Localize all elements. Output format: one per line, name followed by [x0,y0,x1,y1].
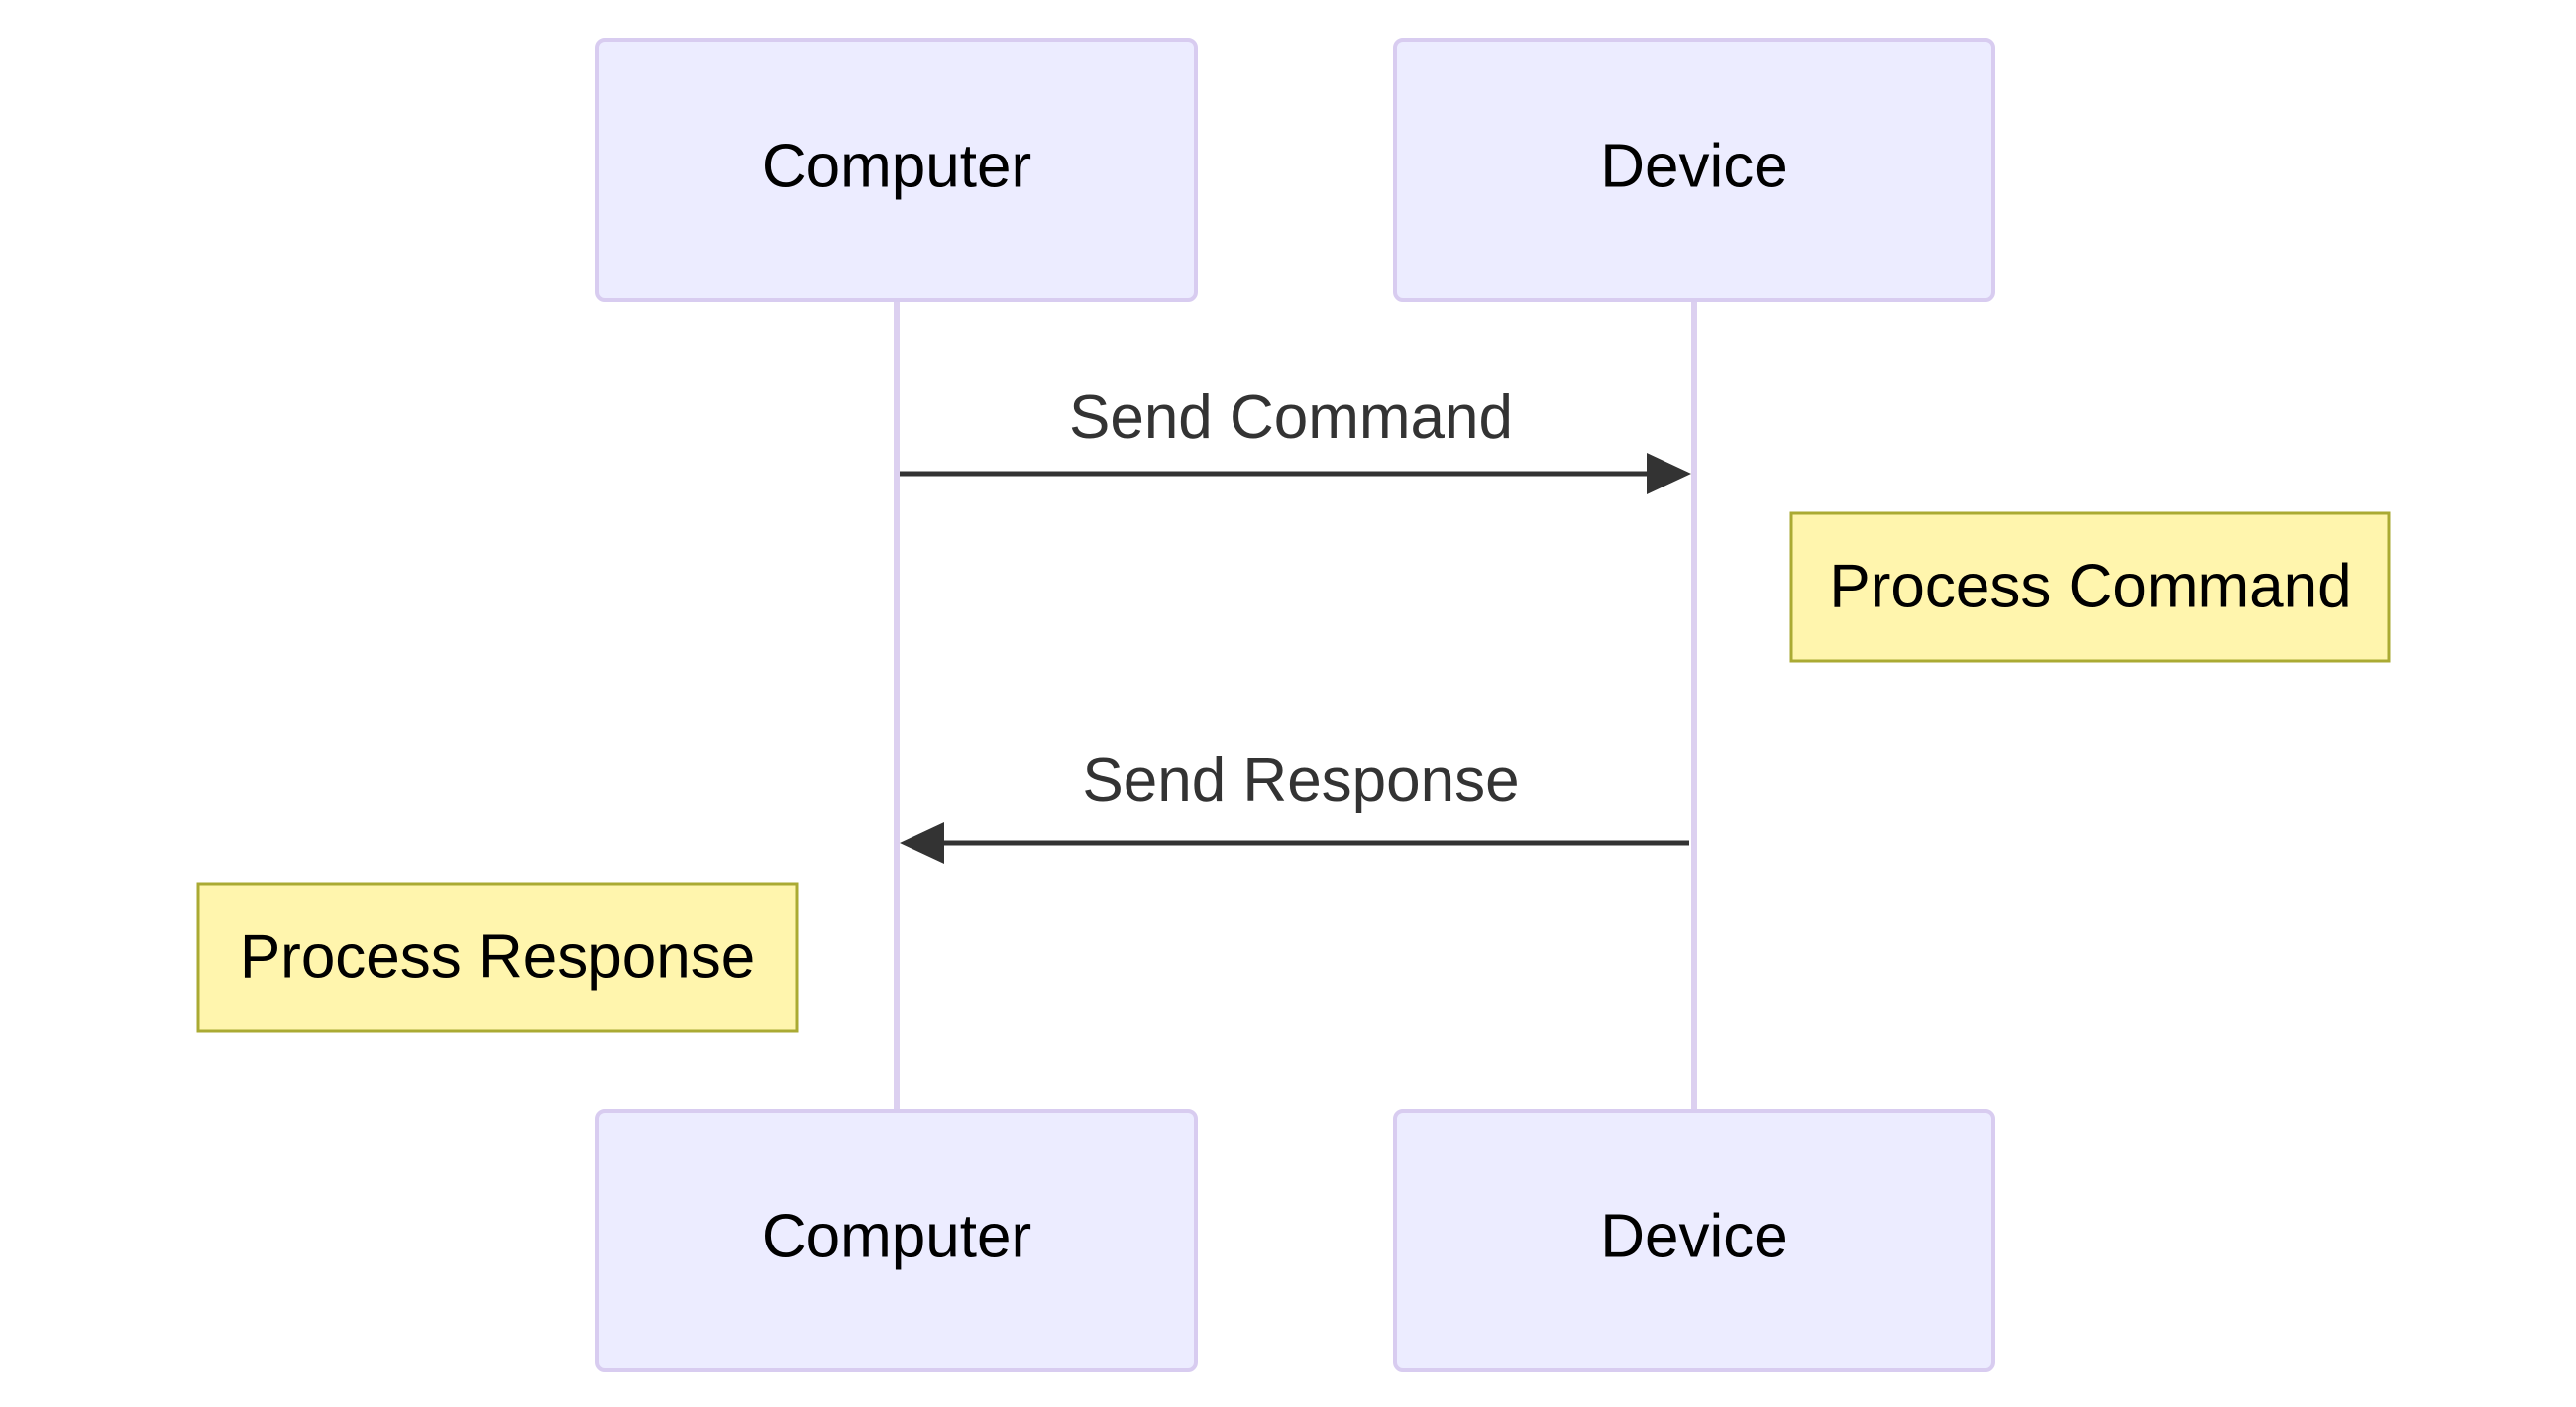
message-send-command-arrowhead [1647,453,1691,494]
message-send-response-label: Send Response [1082,746,1519,814]
note-process-command: Process Command [1789,511,2391,663]
device-actor-bottom-label: Device [1600,1202,1788,1270]
device-actor-bottom: Device [1393,1109,1995,1372]
message-send-response: Send Response [900,746,1689,864]
device-actor-top: Device [1393,38,1995,302]
message-send-command-label: Send Command [1069,383,1513,452]
note-process-command-label: Process Command [1829,552,2351,620]
device-actor-top-label: Device [1600,132,1788,200]
computer-actor-top: Computer [595,38,1198,302]
computer-actor-bottom: Computer [595,1109,1198,1372]
message-send-response-arrowhead [900,822,944,864]
message-send-command: Send Command [900,383,1691,494]
note-process-response-label: Process Response [240,922,755,991]
note-process-response: Process Response [196,882,799,1033]
computer-actor-bottom-label: Computer [762,1202,1031,1270]
computer-actor-top-label: Computer [762,132,1031,200]
